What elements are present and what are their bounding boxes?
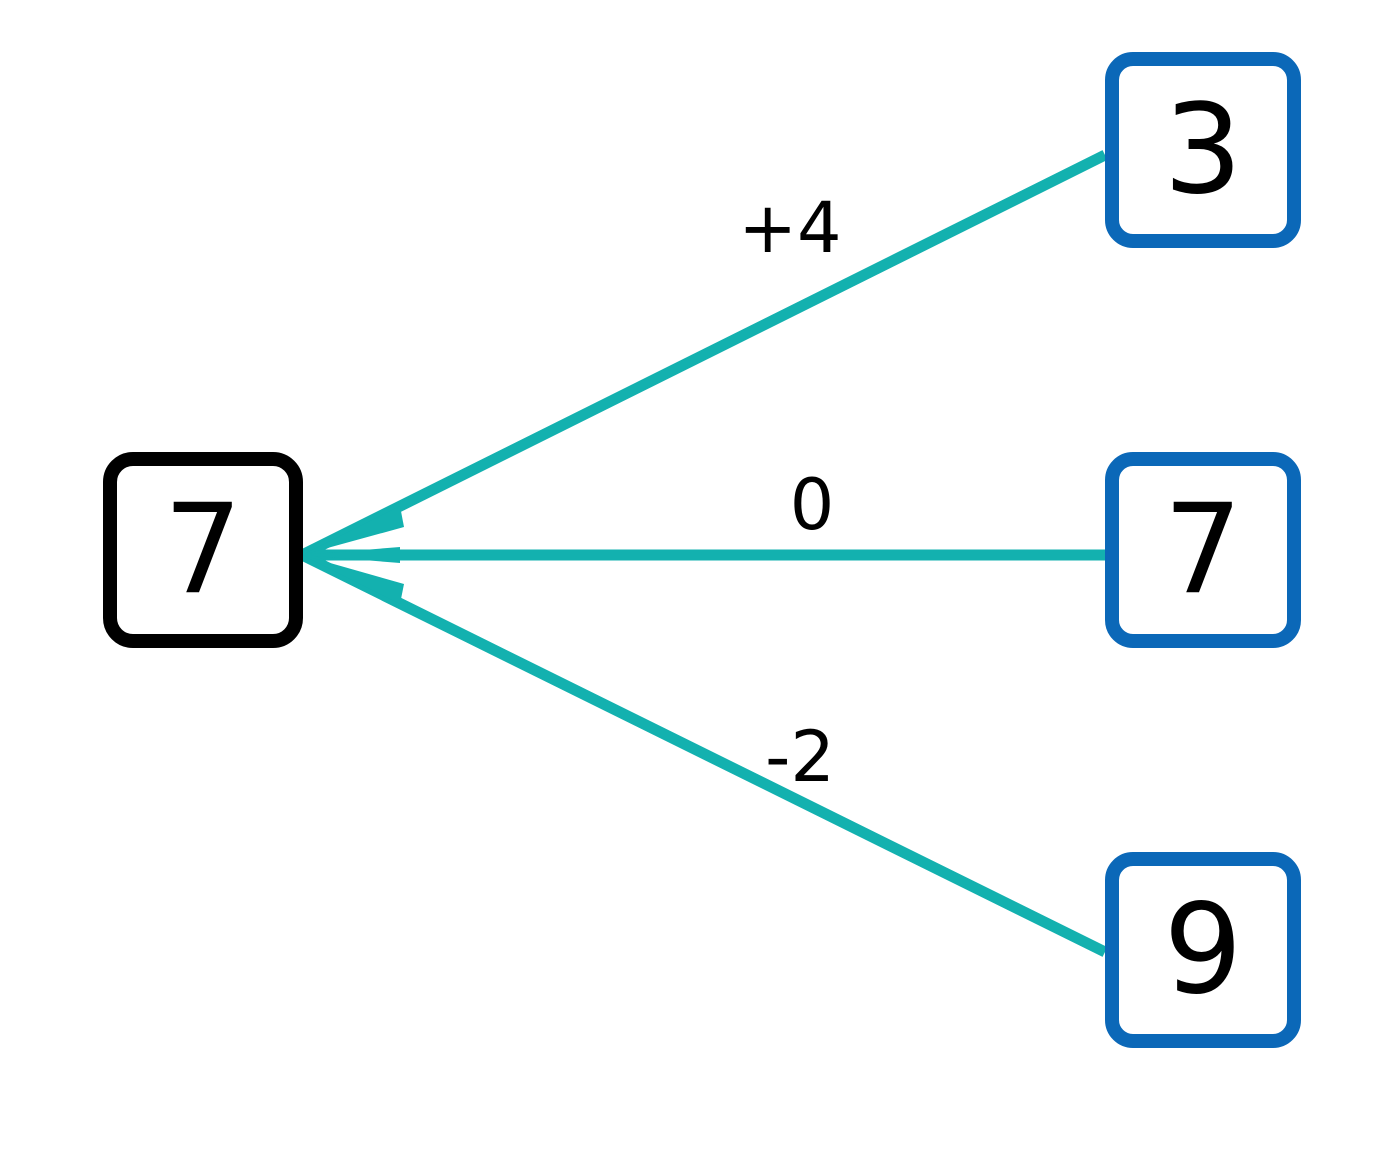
target-node-3[interactable]: 3 [1105, 52, 1301, 248]
target-node-9[interactable]: 9 [1105, 852, 1301, 1048]
target-node-7[interactable]: 7 [1105, 452, 1301, 648]
edge-group [299, 150, 1108, 957]
arrowhead-middle-icon [302, 547, 400, 563]
source-node[interactable]: 7 [103, 452, 303, 648]
edge-line-minus2 [299, 550, 1108, 957]
target-node-3-value: 3 [1163, 78, 1243, 222]
edge-label-minus2: -2 [765, 716, 835, 798]
source-node-value: 7 [163, 478, 243, 622]
target-node-7-value: 7 [1163, 478, 1243, 622]
edge-label-plus4: +4 [738, 187, 842, 269]
arrowhead-upper-icon [302, 506, 404, 555]
arrowhead-lower-icon [302, 555, 404, 604]
target-node-9-value: 9 [1163, 878, 1243, 1022]
edge-line-plus4 [299, 150, 1108, 560]
edge-label-zero: 0 [789, 464, 835, 546]
